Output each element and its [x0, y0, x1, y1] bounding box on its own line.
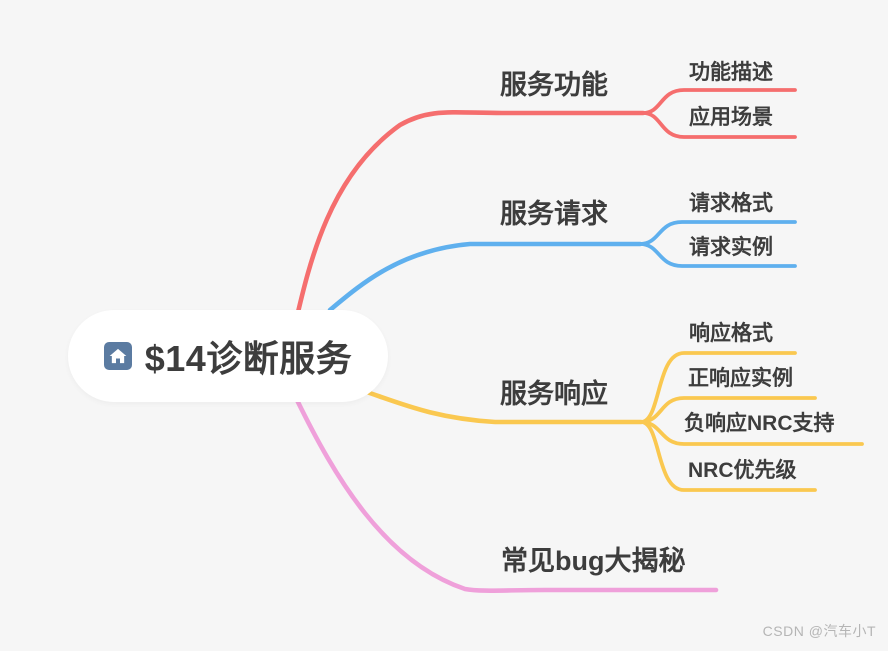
watermark-text: CSDN @汽车小T — [762, 623, 876, 639]
branch-3-topic[interactable]: 服务响应 — [500, 379, 608, 409]
branch-4-topic[interactable]: 常见bug大揭秘 — [501, 546, 686, 576]
home-icon — [103, 342, 132, 370]
central-topic-title: $14诊断服务 — [144, 338, 353, 379]
branch-3-child-4[interactable]: NRC优先级 — [688, 459, 797, 482]
branch-3-child-1[interactable]: 响应格式 — [689, 322, 773, 345]
branch-1-topic[interactable]: 服务功能 — [500, 70, 608, 100]
branch-3-child-2[interactable]: 正响应实例 — [688, 367, 793, 390]
branch-2-child-1[interactable]: 请求格式 — [689, 192, 773, 215]
branch-1-child-1[interactable]: 功能描述 — [689, 61, 773, 84]
branch-2-child-2[interactable]: 请求实例 — [689, 236, 773, 259]
central-topic[interactable]: $14诊断服务 — [68, 310, 388, 402]
branch-3-child-3[interactable]: 负响应NRC支持 — [684, 412, 835, 435]
branch-1-lines — [292, 88, 797, 328]
branch-2-lines — [327, 220, 797, 313]
branch-4-lines — [293, 395, 719, 593]
branch-3-lines — [355, 351, 864, 492]
branch-2-topic[interactable]: 服务请求 — [500, 199, 608, 229]
branch-1-child-2[interactable]: 应用场景 — [689, 106, 773, 129]
